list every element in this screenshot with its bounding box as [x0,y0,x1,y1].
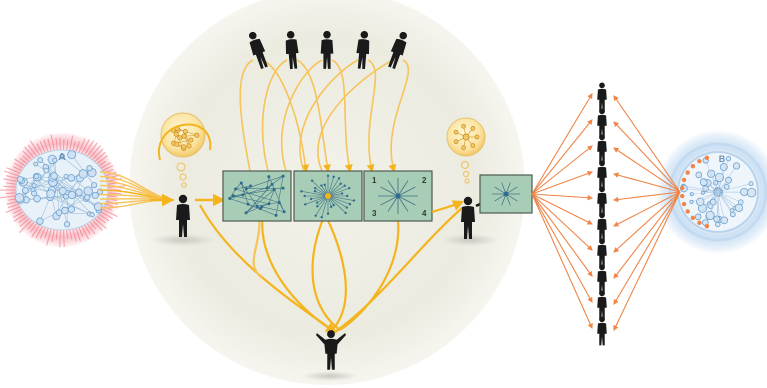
panel-quadrants: 1 2 3 4 [363,170,433,222]
cluster-a-nodes [14,150,104,228]
cluster-b-nodes [679,155,757,229]
cluster-a-label: A [58,152,65,163]
analyst-figure-right [431,117,498,246]
audience-figure-3 [597,134,607,164]
audience-figure-4 [597,160,607,190]
cluster-a-spikes [0,134,126,248]
panel-network [222,170,292,222]
thought-bubble-star [453,123,480,151]
audience-figure-8 [597,264,607,294]
quadrant-label-4: 4 [422,209,427,218]
data-cluster-a: A [0,132,126,248]
audience-column [597,82,607,346]
quadrant-label-3: 3 [372,209,377,218]
audience-figure-10 [597,316,607,346]
quadrant-label-1: 1 [372,176,377,185]
audience-figure-6 [597,212,607,242]
panel-summary [479,174,533,214]
audience-figure-2 [597,108,607,138]
distribution-arrows [531,93,681,331]
panel-radial [293,170,363,222]
thought-bubble-network [170,125,200,152]
presenter-figure-bottom [302,330,358,381]
visualization-panels: 1 2 3 4 [222,170,433,222]
audience-figure-9 [597,290,607,320]
audience-figure-5 [597,186,607,216]
top-feedback-loops [239,59,410,173]
cluster-b-label: B [719,154,726,164]
audience-figure-7 [597,238,607,268]
cluster-a-funnel-lines [99,171,175,209]
data-cluster-b: B [656,130,767,254]
quadrant-label-2: 2 [422,176,427,185]
audience-figure-1 [597,82,607,112]
analyst-figure-left [151,112,215,246]
